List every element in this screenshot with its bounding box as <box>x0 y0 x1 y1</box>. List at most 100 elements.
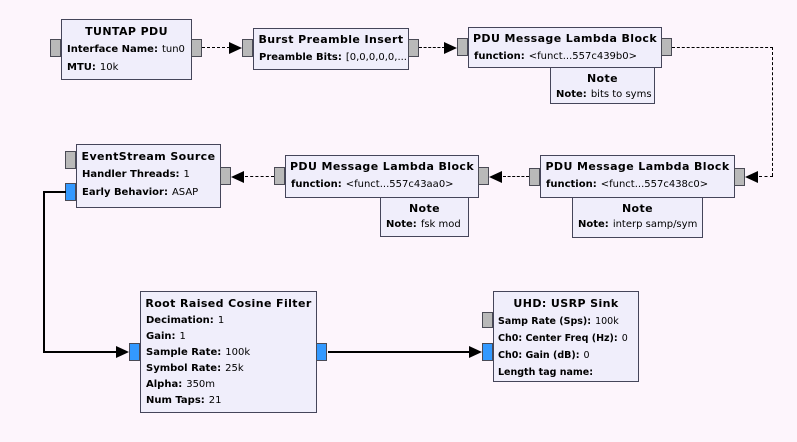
stream-connection[interactable] <box>43 191 45 353</box>
message-port-in[interactable] <box>50 39 61 57</box>
param-label: function: <box>546 179 597 190</box>
message-port-out[interactable] <box>529 168 540 186</box>
param-label: Samp Rate (Sps): <box>498 316 592 327</box>
param-row: Symbol Rate:25k <box>146 361 311 377</box>
param-value: 1 <box>183 169 190 180</box>
param-row: Decimation:1 <box>146 313 311 329</box>
param-label: Gain: <box>146 331 176 342</box>
arrowhead-left-icon <box>745 171 758 183</box>
message-port-out[interactable] <box>661 38 672 56</box>
message-connection[interactable] <box>419 47 445 48</box>
arrowhead-right-icon <box>444 42 457 54</box>
message-port-in[interactable] <box>457 38 468 56</box>
message-port-in[interactable] <box>478 167 489 185</box>
block-uhd-usrp-sink[interactable]: UHD: USRP Sink Samp Rate (Sps):100k Ch0:… <box>493 291 639 382</box>
message-port-in[interactable] <box>220 167 231 185</box>
param-value: 350m <box>186 379 216 390</box>
message-connection[interactable] <box>503 176 529 177</box>
message-connection[interactable] <box>772 47 773 176</box>
param-row: Ch0: Center Freq (Hz):0 <box>498 330 634 347</box>
param-row: Interface Name:tun0 <box>67 41 186 59</box>
message-port-out[interactable] <box>191 39 202 57</box>
param-value: <funct...557c438c0> <box>600 179 709 190</box>
message-port-in[interactable] <box>482 312 493 328</box>
block-pdu-lambda-1[interactable]: PDU Message Lambda Block function:<funct… <box>468 27 662 68</box>
param-label: Note: <box>556 89 587 100</box>
block-note-bits-to-syms[interactable]: Note Note:bits to syms <box>550 67 655 104</box>
param-value: 1 <box>179 331 186 342</box>
param-row: Length tag name: <box>498 364 634 381</box>
block-burst-preamble-insert[interactable]: Burst Preamble Insert Preamble Bits:[0,0… <box>253 28 409 70</box>
stream-port-in[interactable] <box>482 343 493 361</box>
block-title: TUNTAP PDU <box>85 25 168 38</box>
message-connection[interactable] <box>759 176 773 177</box>
arrowhead-right-icon <box>229 42 242 54</box>
param-value: 0 <box>621 333 628 344</box>
block-title: EventStream Source <box>81 150 216 163</box>
param-label: Length tag name: <box>498 367 594 378</box>
param-value: 25k <box>225 363 244 374</box>
block-root-raised-cosine-filter[interactable]: Root Raised Cosine Filter Decimation:1 G… <box>140 291 317 413</box>
arrowhead-right-icon <box>469 346 482 358</box>
param-row: Sample Rate:100k <box>146 345 311 361</box>
param-row: Note:bits to syms <box>556 87 652 103</box>
message-connection[interactable] <box>672 47 773 48</box>
block-note-interp-samp-sym[interactable]: Note Note:interp samp/sym <box>572 197 703 238</box>
param-value: tun0 <box>161 44 185 55</box>
param-label: Note: <box>386 219 417 230</box>
arrowhead-left-icon <box>231 171 244 183</box>
stream-connection[interactable] <box>328 351 469 353</box>
param-label: MTU: <box>67 62 96 73</box>
param-label: Ch0: Center Freq (Hz): <box>498 333 618 344</box>
block-pdu-lambda-3[interactable]: PDU Message Lambda Block function:<funct… <box>540 155 735 198</box>
block-title: Root Raised Cosine Filter <box>145 297 312 310</box>
param-label: Alpha: <box>146 379 183 390</box>
param-row: Alpha:350m <box>146 377 311 393</box>
param-label: function: <box>291 179 342 190</box>
param-label: Decimation: <box>146 315 214 326</box>
message-port-in[interactable] <box>242 39 253 57</box>
param-value: 1 <box>217 315 225 326</box>
stream-port-out[interactable] <box>316 343 327 361</box>
block-title: Note <box>621 202 654 215</box>
param-row: Gain:1 <box>146 329 311 345</box>
message-port-out[interactable] <box>408 39 419 57</box>
param-row: function:<funct...557c439b0> <box>474 48 656 66</box>
stream-connection[interactable] <box>43 351 117 353</box>
param-row: Handler Threads:1 <box>82 166 215 184</box>
param-row: Note:fsk mod <box>386 217 463 233</box>
param-value: fsk mod <box>420 219 461 230</box>
block-title: PDU Message Lambda Block <box>545 160 730 173</box>
message-port[interactable] <box>65 151 76 169</box>
message-connection[interactable] <box>202 47 230 48</box>
message-port-out[interactable] <box>274 167 285 185</box>
block-tuntap-pdu[interactable]: TUNTAP PDU Interface Name:tun0 MTU:10k <box>61 19 192 80</box>
param-label: Num Taps: <box>146 395 205 406</box>
block-pdu-lambda-2[interactable]: PDU Message Lambda Block function:<funct… <box>285 155 479 198</box>
param-row: Preamble Bits:[0,0,0,0,0,... <box>259 49 407 67</box>
arrowhead-left-icon <box>489 171 502 183</box>
stream-port-out[interactable] <box>65 183 76 201</box>
param-label: Sample Rate: <box>146 347 222 358</box>
block-title: PDU Message Lambda Block <box>472 32 658 45</box>
block-title: Burst Preamble Insert <box>258 33 404 46</box>
message-connection[interactable] <box>245 176 274 177</box>
param-value: <funct...557c43aa0> <box>345 179 454 190</box>
param-label: Note: <box>578 219 609 230</box>
arrowhead-right-icon <box>116 346 129 358</box>
param-label: Early Behavior: <box>82 187 168 198</box>
stream-connection[interactable] <box>43 191 66 193</box>
param-row: function:<funct...557c43aa0> <box>291 176 473 194</box>
block-title: Note <box>408 202 441 215</box>
param-value: 10k <box>99 62 119 73</box>
param-value: 100k <box>225 347 251 358</box>
param-row: Num Taps:21 <box>146 393 311 409</box>
message-port-in[interactable] <box>734 168 745 186</box>
param-value: [0,0,0,0,0,... <box>345 52 407 63</box>
stream-port-in[interactable] <box>129 343 140 361</box>
param-label: Ch0: Gain (dB): <box>498 350 580 361</box>
block-eventstream-source[interactable]: EventStream Source Handler Threads:1 Ear… <box>76 144 221 208</box>
param-row: Early Behavior:ASAP <box>82 184 215 202</box>
block-note-fsk-mod[interactable]: Note Note:fsk mod <box>380 197 469 237</box>
